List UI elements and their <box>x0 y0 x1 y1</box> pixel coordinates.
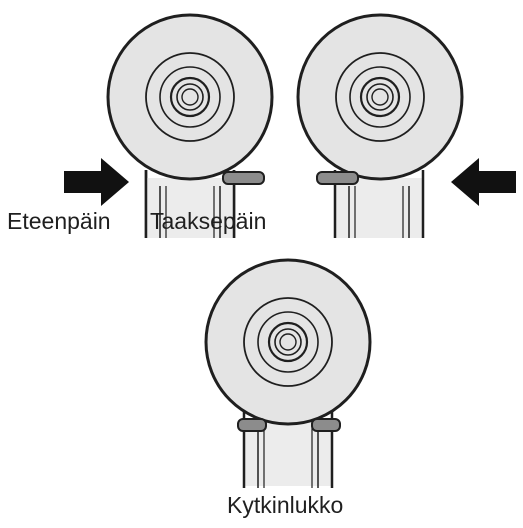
reverse-drill-view <box>296 13 516 238</box>
forward-drill-body <box>144 170 236 238</box>
lock-switch-lever-right <box>311 418 341 432</box>
lock-switch-lever-left <box>237 418 267 432</box>
reverse-drill-body <box>333 170 425 238</box>
forward-switch-lever <box>222 171 265 185</box>
arrow-right-icon <box>64 158 129 206</box>
reverse-chuck-head <box>296 13 464 181</box>
lock-chuck-head <box>204 258 372 426</box>
reverse-label: Taaksepäin <box>150 208 267 234</box>
arrow-left-icon <box>451 158 516 206</box>
reverse-switch-lever <box>316 171 359 185</box>
forward-label: Eteenpäin <box>7 208 111 234</box>
forward-chuck-head <box>106 13 274 181</box>
forward-drill-view <box>64 13 274 238</box>
lock-label: Kytkinlukko <box>227 492 344 518</box>
lock-drill-view <box>204 258 372 488</box>
